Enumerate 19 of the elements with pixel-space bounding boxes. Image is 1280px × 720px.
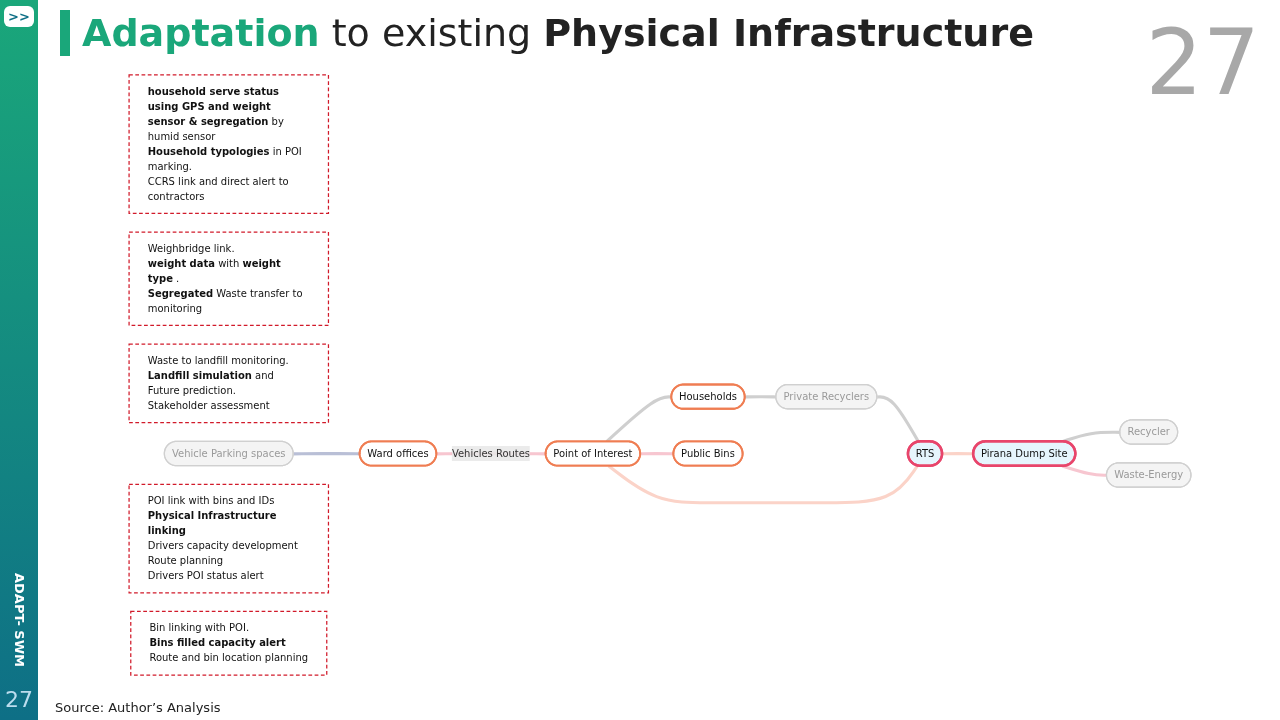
- connector: [877, 395, 920, 443]
- side-tab-label: ADAPT- SWM: [11, 573, 27, 667]
- node-box: Bin linking with POI. Bins filled capacity alert Route and bin location planning: [130, 610, 328, 676]
- menu-button: >>: [4, 6, 34, 27]
- page-number-watermark: 27: [1145, 10, 1260, 115]
- connector: [1061, 464, 1107, 477]
- node-box: Waste to landfill monitoring. Landfill simulation and Future prediction. Stakeholder assessment: [128, 343, 330, 424]
- slide-title: Adaptation to existing Physical Infrastructure: [60, 10, 1034, 56]
- connector: [640, 452, 674, 456]
- connector: [605, 395, 672, 443]
- node-box: POI link with bins and IDs Physical Infrastructure linking Drivers capacity development Route planning Drivers POI status alert: [128, 483, 330, 594]
- page-number: 27: [5, 687, 33, 712]
- node-box: Weighbridge link. weight data with weight type . Segregated Waste transfer to monitoring: [128, 231, 330, 327]
- connector: [607, 464, 919, 505]
- edge-label: Vehicles Routes: [451, 447, 531, 460]
- connector: [293, 452, 360, 456]
- connector: [942, 452, 974, 456]
- node-box: household serve status using GPS and weight sensor & segregation by humid sensor Household typologies in POI marking. CCRS link and direct alert to contractors: [128, 74, 330, 214]
- source-caption: Source: Author’s Analysis: [55, 700, 221, 715]
